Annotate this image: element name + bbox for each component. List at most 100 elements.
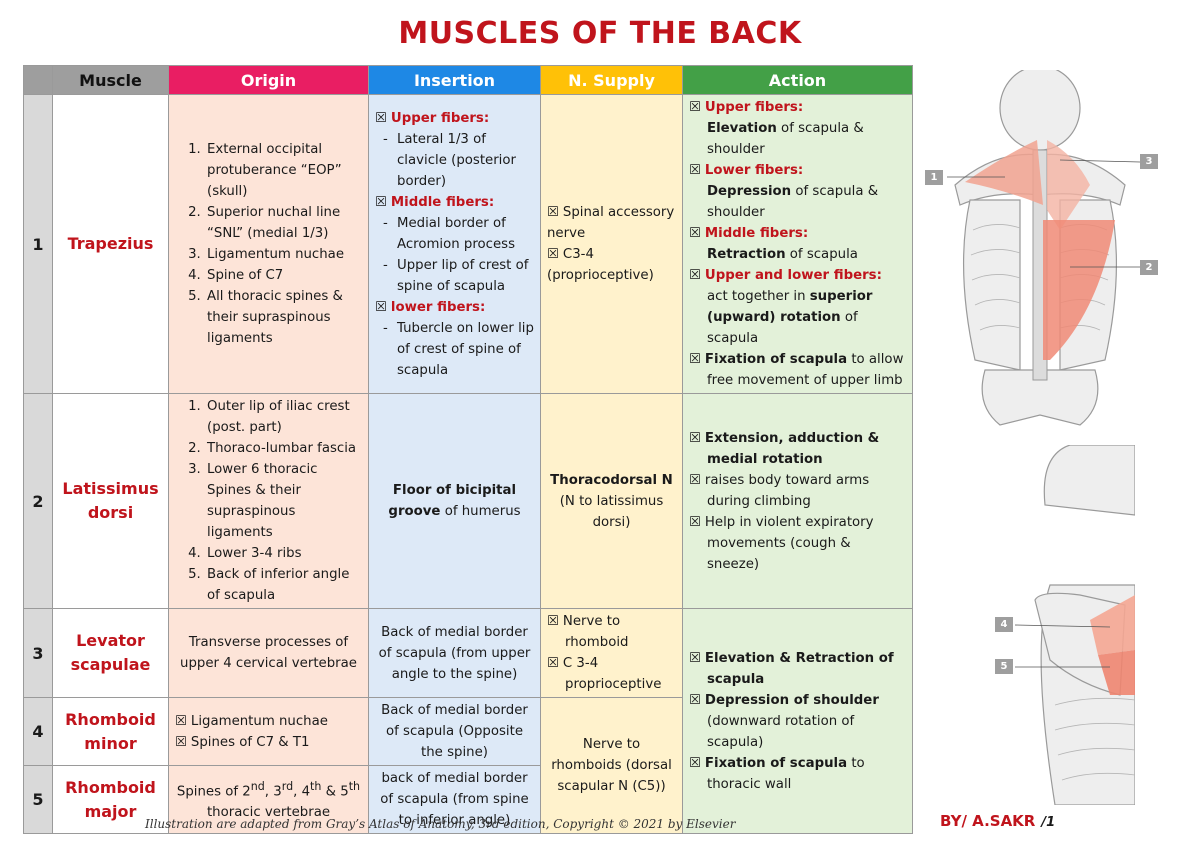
supply-item: C3-4 (proprioceptive) [547, 247, 654, 283]
fibers-label: Lower fibers: [704, 163, 804, 178]
insertion-item: Tubercle on lower lip of crest of spine … [383, 318, 534, 381]
fibers-label: Upper and lower fibers: [704, 268, 882, 283]
checkbox-glyph: ☒ [689, 352, 701, 367]
action-text: (downward rotation of scapula) [707, 713, 855, 750]
checkbox-glyph: ☒ [689, 268, 701, 283]
insertion-cell: back of medial border of scapula (from s… [368, 765, 541, 834]
nerve-supply-cell: Thoracodorsal N (N to latissimus dorsi) [540, 393, 683, 609]
insertion-text: back of medial border of scapula (from s… [380, 771, 529, 828]
fibers-label: lower fibers: [390, 299, 486, 315]
action-item: Help in violent expiratory movements (co… [704, 514, 874, 572]
trapezius-shape [965, 140, 1043, 205]
origin-item: Thoraco-lumbar fascia [205, 438, 362, 459]
checkbox-glyph: ☒ [689, 650, 701, 666]
action-text: of scapula & shoulder [707, 184, 879, 220]
checkbox-glyph: ☒ [689, 692, 701, 708]
action-text: act together in [707, 289, 810, 304]
skull-partial [1043, 445, 1135, 516]
author-credit: BY/ A.SAKR/1 [940, 812, 1055, 830]
header-nerve-supply: N. Supply [540, 65, 683, 95]
origin-item: Spines of C7 & T1 [190, 734, 310, 750]
checkbox-glyph: ☒ [375, 194, 387, 210]
insertion-cell: Floor of bicipital groove of humerus [368, 393, 541, 609]
origin-item: Lower 3-4 ribs [205, 543, 362, 564]
checkbox-glyph: ☒ [689, 514, 701, 530]
origin-item: Ligamentum nuchae [190, 713, 328, 729]
muscle-name: Trapezius [52, 94, 169, 394]
origin-item: External occipital protuberance “EOP” (s… [205, 139, 362, 202]
supply-text: Nerve to rhomboids (dorsal scapular N (C… [551, 737, 672, 794]
rhomboid-illustration [1014, 445, 1135, 805]
origin-item: Superior nuchal line “SNL” (medial 1/3) [205, 202, 362, 244]
checkbox-glyph: ☒ [689, 755, 701, 771]
action-bold: Depression [707, 184, 792, 199]
origin-cell: ☒Ligamentum nuchae ☒Spines of C7 & T1 [168, 697, 369, 766]
checkbox-glyph: ☒ [547, 656, 559, 671]
checkbox-glyph: ☒ [689, 163, 701, 178]
origin-cell: Transverse processes of upper 4 cervical… [168, 608, 369, 698]
origin-item: Back of inferior angle of scapula [205, 564, 362, 606]
checkbox-glyph: ☒ [375, 299, 387, 315]
insertion-bold: Floor of bicipital groove [388, 483, 517, 519]
checkbox-glyph: ☒ [547, 205, 559, 220]
muscles-table: Muscle Origin Insertion N. Supply Action… [23, 65, 913, 834]
figure-label: 1 [925, 170, 943, 185]
checkbox-glyph: ☒ [547, 614, 559, 629]
trapezius-right-shape [1047, 140, 1090, 230]
insertion-text: Back of medial border of scapula (Opposi… [381, 703, 528, 760]
origin-text: Spines of 2nd, 3rd, 4th & 5th thoracic v… [176, 779, 361, 821]
origin-item: Ligamentum nuchae [205, 244, 362, 265]
muscle-name: Rhomboid minor [52, 697, 169, 766]
insertion-item: Upper lip of crest of spine of scapula [383, 255, 534, 297]
supply-item: C 3-4 proprioceptive [562, 656, 662, 692]
fibers-label: Upper fibers: [390, 110, 490, 126]
origin-item: Spine of C7 [205, 265, 362, 286]
table-row: 5 Rhomboid major Spines of 2nd, 3rd, 4th… [23, 765, 913, 834]
insertion-text: of humerus [440, 504, 521, 519]
muscle-name: Rhomboid major [52, 765, 169, 834]
action-cell-shared: ☒Elevation & Retraction of scapula ☒Depr… [682, 608, 913, 834]
header-muscle: Muscle [52, 65, 169, 95]
pelvis [981, 369, 1099, 426]
table-row: 2 Latissimus dorsi Outer lip of iliac cr… [23, 393, 913, 609]
page-number: /1 [1041, 815, 1056, 830]
figure-label: 3 [1140, 154, 1158, 169]
left-ribcage [963, 199, 1021, 371]
action-bold: Fixation of scapula [704, 352, 848, 367]
origin-cell: Spines of 2nd, 3rd, 4th & 5th thoracic v… [168, 765, 369, 834]
action-text: to thoracic wall [707, 755, 865, 792]
origin-cell: External occipital protuberance “EOP” (s… [168, 94, 369, 394]
insertion-cell: ☒ Upper fibers: Lateral 1/3 of clavicle (… [368, 94, 541, 394]
action-bold: Fixation of scapula [704, 755, 848, 771]
supply-item: Spinal accessory nerve [547, 205, 675, 241]
header-row: Muscle Origin Insertion N. Supply Action [23, 65, 913, 95]
row-number: 1 [23, 94, 53, 394]
table-row: 4 Rhomboid minor ☒Ligamentum nuchae ☒Spi… [23, 697, 913, 834]
row-number: 3 [23, 608, 53, 698]
checkbox-glyph: ☒ [547, 247, 559, 262]
origin-cell: Outer lip of iliac crest (post. part) Th… [168, 393, 369, 609]
action-cell: ☒Extension, adduction & medial rotation … [682, 393, 913, 609]
action-bold: Elevation [707, 121, 777, 136]
origin-item: All thoracic spines & their supraspinous… [205, 286, 362, 349]
muscle-name: Levator scapulae [52, 608, 169, 698]
figure-label: 2 [1140, 260, 1158, 275]
page-title: MUSCLES OF THE BACK [398, 16, 802, 51]
insertion-text: Back of medial border of scapula (from u… [378, 624, 531, 682]
rhomboid-minor-shape [1090, 595, 1135, 655]
origin-item: Lower 6 thoracic Spines & their supraspi… [205, 459, 362, 543]
header-insertion: Insertion [368, 65, 541, 95]
supply-item: Nerve to rhomboid [562, 614, 629, 650]
figure-label: 5 [995, 659, 1013, 674]
header-number [23, 65, 53, 95]
action-text: to allow free movement of upper limb [707, 352, 904, 388]
nerve-supply-cell-shared: Nerve to rhomboids (dorsal scapular N (C… [540, 697, 683, 834]
table-row: 1 Trapezius External occipital protubera… [23, 94, 913, 394]
insertion-cell: Back of medial border of scapula (from u… [368, 608, 541, 698]
insertion-item: Lateral 1/3 of clavicle (posterior borde… [383, 129, 534, 192]
supply-text: (N to latissimus dorsi) [559, 493, 664, 530]
origin-text: Transverse processes of upper 4 cervical… [180, 635, 357, 671]
nerve-supply-cell: ☒Nerve to rhomboid ☒C 3-4 proprioceptive [540, 608, 683, 698]
figure-label: 4 [995, 617, 1013, 632]
supply-bold: Thoracodorsal N [550, 472, 673, 488]
